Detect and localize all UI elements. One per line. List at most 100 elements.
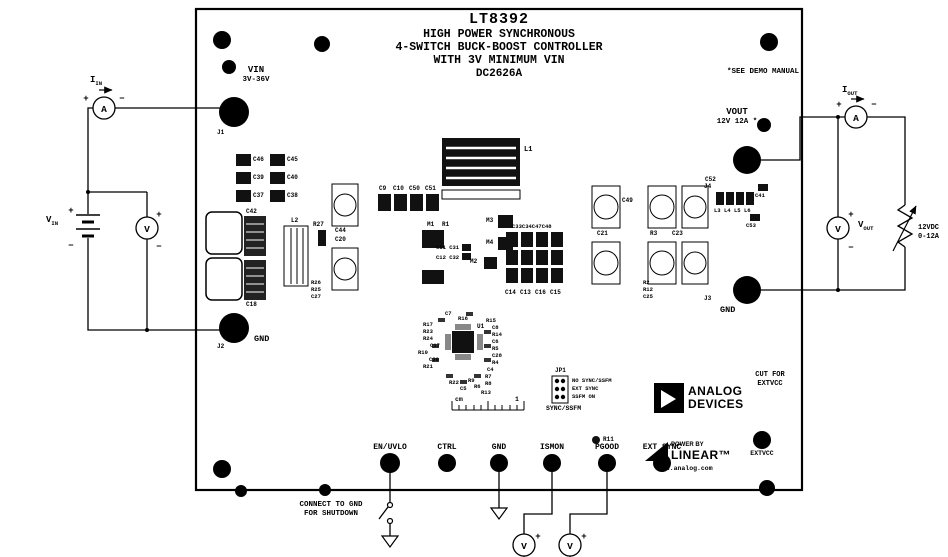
ref-J1: J1 — [217, 129, 225, 136]
jp1-option-ssfm-on: SSFM ON — [572, 393, 596, 400]
title-line-1: HIGH POWER SYNCHRONOUS — [423, 28, 575, 41]
ref-R8: R8 — [485, 380, 492, 387]
r11-part — [592, 436, 600, 444]
ref-C41: C41 — [755, 192, 765, 199]
ref-C17: C17 — [430, 342, 440, 349]
terminal-label-ctrl: CTRL — [437, 443, 457, 452]
shutdown-note-line2: FOR SHUTDOWN — [303, 510, 359, 518]
ref-C42: C42 — [246, 208, 257, 215]
ref-C40: C40 — [287, 174, 298, 181]
jp1-jumper — [551, 375, 569, 404]
ref-R24: R24 — [423, 335, 433, 342]
gnd-in-terminal — [219, 313, 249, 343]
adi-logo-text-1: ANALOG — [688, 384, 743, 398]
terminal-label-ext-sync: EXT SYNC — [642, 443, 682, 452]
ref-R6: R6 — [474, 383, 481, 390]
ceramic-cap-grid — [506, 232, 563, 283]
svg-text:−: − — [871, 100, 876, 110]
ref-R14: R14 — [492, 331, 502, 338]
svg-text:+: + — [83, 94, 88, 104]
gnd-out-label: GND — [720, 305, 736, 315]
input-cap-bank — [236, 154, 285, 202]
input-bulk-caps — [205, 211, 266, 301]
voltmeter-pgood-letter: V — [567, 541, 573, 552]
jp1-name: SYNC/SSFM — [546, 405, 582, 412]
ref-C38: C38 — [287, 192, 298, 199]
ground-icon — [380, 535, 400, 549]
ref-L5: L5 — [734, 207, 741, 214]
ref-C18: C18 — [246, 301, 257, 308]
board-components — [205, 138, 768, 444]
variable-load-arrow-icon — [892, 205, 917, 252]
voltmeter-out-letter: V — [835, 224, 841, 235]
svg-text:−: − — [68, 241, 73, 251]
iout-label: IOUT — [842, 85, 858, 97]
ref-R4: R4 — [492, 359, 499, 366]
small-passives — [432, 312, 491, 384]
ref-C37: C37 — [253, 192, 264, 199]
adi-triangle-icon — [661, 390, 676, 408]
ref-R23: R23 — [423, 328, 433, 335]
ref-C12-C32: C12 C32 — [436, 254, 460, 261]
ref-U1: U1 — [477, 323, 485, 330]
ref-C4: C4 — [487, 366, 494, 373]
jp1-option-ext-sync: EXT SYNC — [572, 385, 599, 392]
ammeter-out-icon — [844, 105, 868, 129]
ref-C39: C39 — [253, 174, 264, 181]
ref-L2: L2 — [291, 217, 299, 224]
ref-C53: C53 — [746, 222, 756, 229]
ref-L1: L1 — [524, 146, 533, 154]
shutdown-note-line1: CONNECT TO GND — [299, 501, 363, 509]
shutdown-switch-lever-icon — [378, 506, 389, 520]
adi-logo — [654, 383, 684, 413]
title-line-2: 4-SWITCH BUCK-BOOST CONTROLLER — [395, 41, 603, 54]
ref-C49: C49 — [622, 197, 633, 204]
linear-logo-icon — [645, 442, 668, 461]
ref-M4: M4 — [486, 239, 494, 246]
terminal-label-gnd: GND — [491, 443, 507, 452]
ref-R15: R15 — [486, 317, 496, 324]
ref-R22: R22 — [449, 379, 459, 386]
ctrl-terminal — [438, 454, 456, 472]
board-terminals — [219, 97, 771, 473]
ammeter-out-letter: A — [853, 113, 859, 124]
ref-R5: R5 — [492, 345, 499, 352]
gnd-out-terminal — [733, 276, 761, 304]
ref-C7: C7 — [445, 310, 452, 317]
ref-R3: R3 — [650, 230, 658, 237]
ref-L3: L3 — [714, 207, 721, 214]
voltmeter-ismon-letter: V — [521, 541, 527, 552]
ismon-terminal — [543, 454, 561, 472]
ref-C9: C9 — [379, 185, 387, 192]
svg-text:−: − — [119, 94, 124, 104]
extvcc-terminal — [753, 431, 771, 449]
inductor-l2 — [283, 225, 326, 287]
voltmeter-ismon-icon — [512, 533, 536, 557]
ref-R27: R27 — [313, 221, 324, 228]
ref-C16: C16 — [535, 289, 546, 296]
output-inductors — [716, 184, 768, 221]
ismon-meter-plus: + — [535, 532, 540, 542]
jp1-option-no-sync: NO SYNC/SSFM — [572, 377, 612, 384]
ref-C11-C31: C11 C31 — [436, 244, 460, 251]
mounting-holes — [213, 31, 778, 497]
ref-C33-C34-C47-C48: C33C34C47C48 — [512, 223, 552, 230]
ground-symbols — [380, 507, 509, 549]
adi-logo-text-2: DEVICES — [688, 397, 744, 411]
ref-R1: R1 — [442, 221, 450, 228]
cut-for-extvcc-line1: CUT FOR — [755, 371, 785, 379]
ref-C6: C6 — [492, 338, 499, 345]
ruler-unit: cm — [455, 396, 463, 403]
ruler-mark: 1 — [515, 396, 519, 403]
vin-source-label: VIN — [46, 215, 59, 227]
pgood-terminal — [598, 454, 616, 472]
caps-c9-c51 — [378, 194, 439, 211]
ref-C21: C21 — [597, 230, 608, 237]
ref-L6: L6 — [744, 207, 751, 214]
vin-label: VIN — [247, 65, 265, 75]
input-wiring — [87, 107, 220, 331]
vout-rating-label: 12V 12A * — [716, 118, 758, 126]
terminal-label-ismon: ISMON — [539, 443, 565, 452]
svg-text:−: − — [156, 242, 161, 252]
ic-u1 — [445, 324, 483, 360]
